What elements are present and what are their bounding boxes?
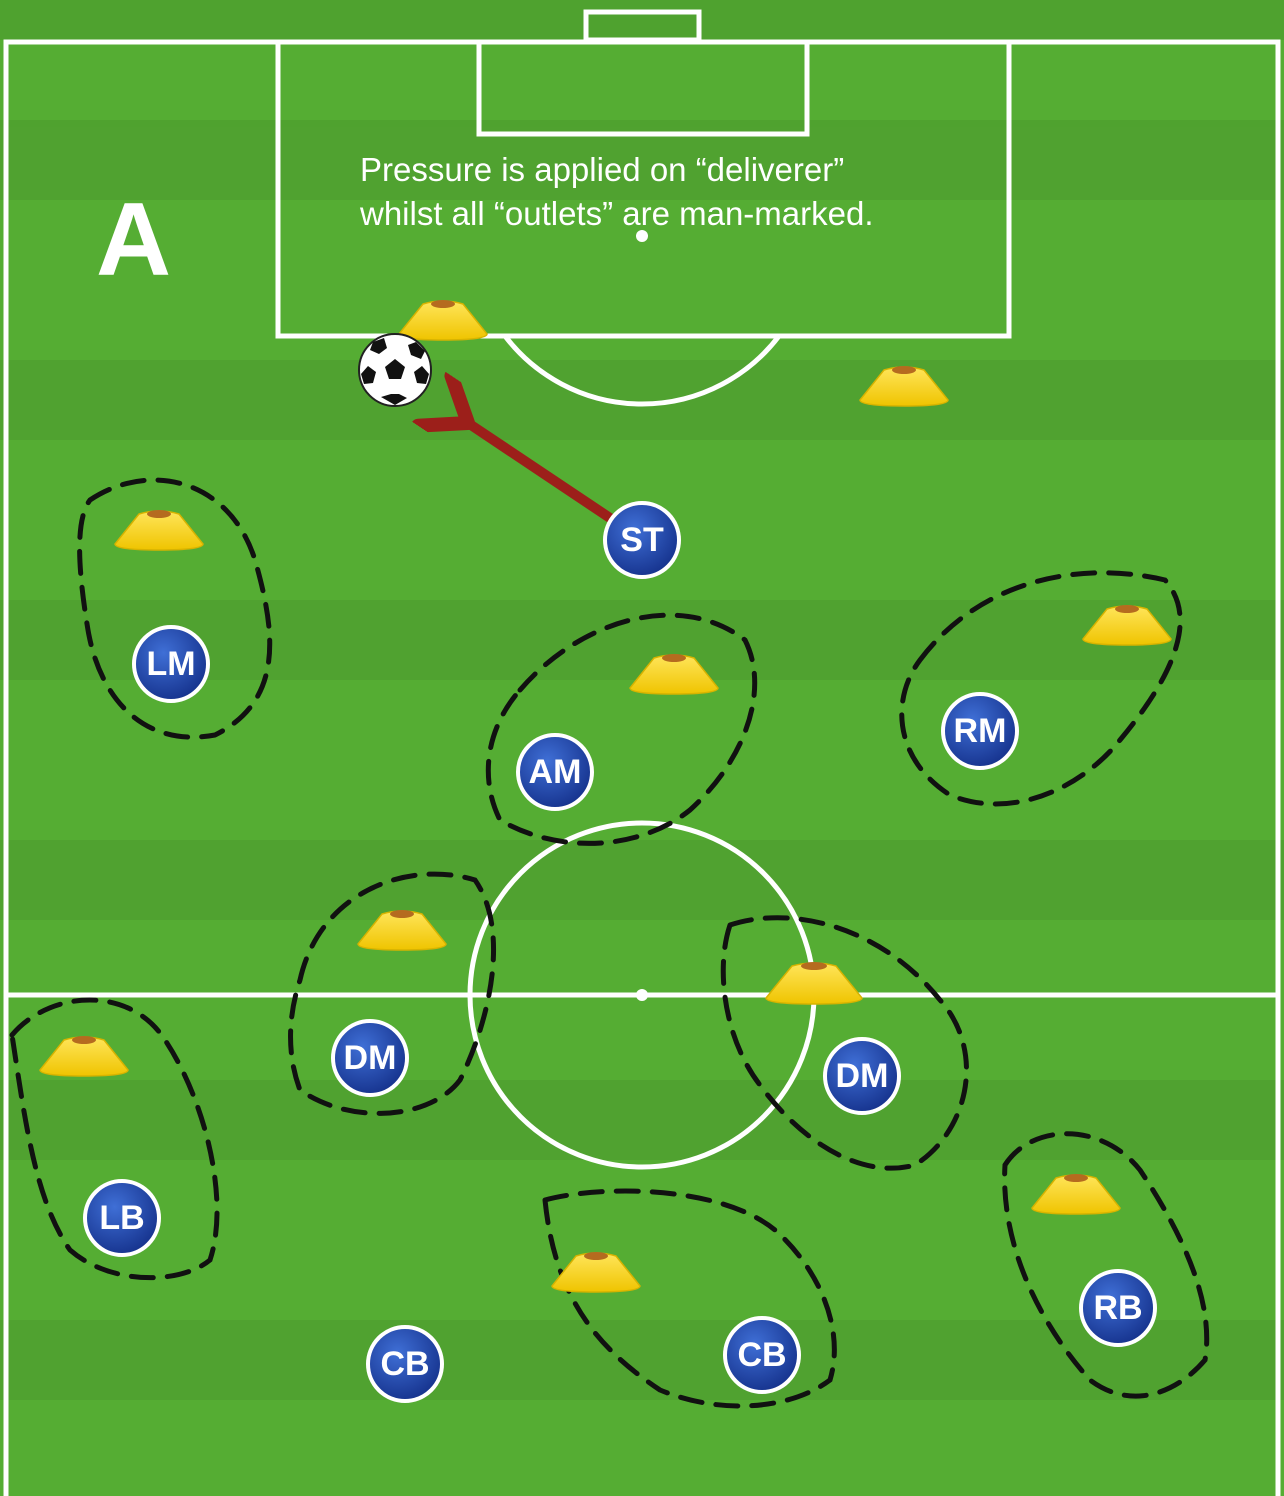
player-lm: LM	[132, 625, 210, 703]
marking-zone-dm-left	[288, 871, 496, 1116]
marking-zone-lb	[9, 997, 220, 1281]
grass-texture	[0, 0, 1284, 1400]
player-dm-right: DM	[823, 1037, 901, 1115]
marking-zone-am	[485, 612, 758, 846]
player-rb: RB	[1079, 1269, 1157, 1347]
cone-rm	[1082, 605, 1172, 646]
player-label-rb: RB	[1093, 1289, 1142, 1327]
cone-box-edge	[398, 300, 488, 341]
player-dm-left: DM	[331, 1019, 409, 1097]
player-label-st: ST	[620, 521, 664, 559]
player-cb-left: CB	[366, 1325, 444, 1403]
pressure-arrow	[468, 423, 615, 523]
penalty-arc	[503, 334, 781, 407]
pitch-markings	[3, 9, 1281, 1496]
player-cb-right: CB	[723, 1316, 801, 1394]
player-label-cb-left: CB	[380, 1345, 429, 1383]
player-label-lm: LM	[146, 645, 195, 683]
player-rm: RM	[941, 692, 1019, 770]
penalty-spot	[636, 230, 648, 242]
cone-right-box	[859, 366, 949, 407]
football-icon	[358, 333, 432, 407]
centre-spot	[636, 989, 648, 1001]
cone-lb	[39, 1036, 129, 1077]
marking-zone-dm-right	[720, 915, 969, 1171]
marking-zone-cb-right	[542, 1188, 837, 1409]
player-label-cb-right: CB	[737, 1336, 786, 1374]
player-st: ST	[603, 501, 681, 579]
note-line-2: whilst all “outlets” are man-marked.	[359, 195, 874, 232]
cone-dm-right	[765, 962, 863, 1005]
player-label-dm-right: DM	[836, 1057, 889, 1095]
cone-dm-left	[357, 910, 447, 951]
training-cones	[39, 300, 1172, 1293]
cone-rb	[1031, 1174, 1121, 1215]
cone-cb-right	[551, 1252, 641, 1293]
player-label-lb: LB	[99, 1199, 144, 1237]
marking-zone-rm	[899, 570, 1183, 807]
player-am: AM	[516, 733, 594, 811]
marking-zones	[9, 477, 1210, 1409]
cone-lm	[114, 510, 204, 551]
note-line-1: Pressure is applied on “deliverer”	[360, 151, 844, 188]
marking-zone-rb	[1002, 1131, 1210, 1399]
goal-area	[476, 39, 810, 137]
player-label-rm: RM	[954, 712, 1007, 750]
player-label-am: AM	[529, 753, 582, 791]
players: ST LM AM RM DM DM LB RB CB CB	[83, 501, 1157, 1403]
cone-am	[629, 654, 719, 695]
player-lb: LB	[83, 1179, 161, 1257]
diagram-letter: A	[96, 182, 171, 298]
marking-zone-lm	[77, 477, 273, 740]
player-label-dm-left: DM	[344, 1039, 397, 1077]
